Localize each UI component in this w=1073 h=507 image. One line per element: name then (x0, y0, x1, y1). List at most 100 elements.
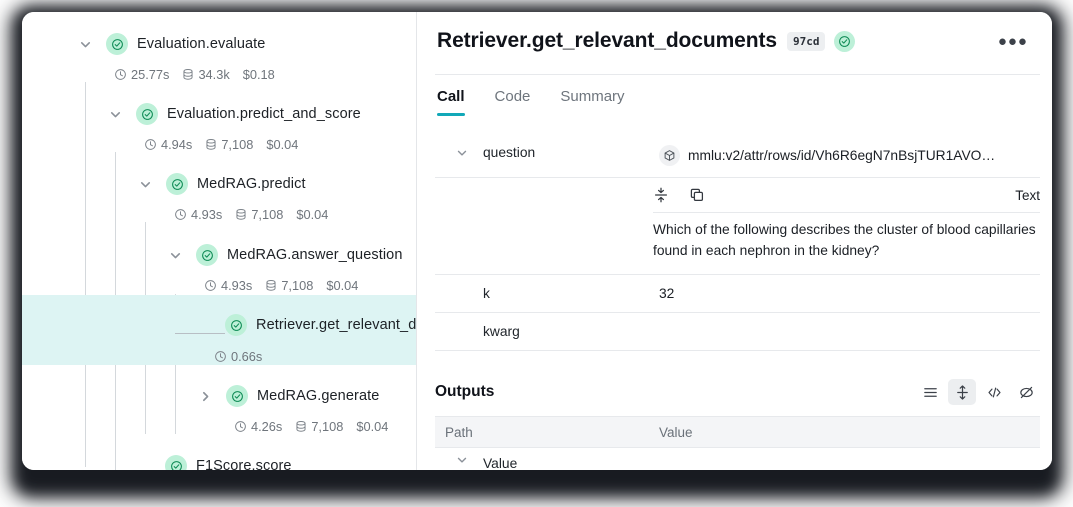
tree-node-evaluation-evaluate[interactable]: Evaluation.evaluate (74, 33, 265, 55)
code-view-icon[interactable] (980, 379, 1008, 405)
column-header-value: Value (659, 424, 693, 440)
input-row-k[interactable]: k 32 (435, 275, 1040, 312)
input-value: 32 (659, 275, 1040, 312)
status-success-icon (166, 173, 188, 195)
row-divider (435, 349, 1040, 351)
input-value-text: 32 (659, 285, 675, 301)
row-divider (653, 212, 1040, 213)
status-success-icon (106, 33, 128, 55)
database-icon (183, 68, 193, 80)
status-success-icon (225, 314, 247, 336)
status-success-icon (834, 30, 856, 52)
tokens-metric: 7,108 (295, 419, 343, 434)
hash-badge: 97cd (786, 31, 826, 51)
tree-node-metrics: 4.94s 7,108 $0.04 (144, 137, 306, 152)
input-key: kwarg (435, 313, 659, 350)
object-ref-icon (659, 145, 680, 166)
header-divider (435, 74, 1040, 75)
outputs-view-toolbar[interactable] (916, 379, 1040, 405)
tree-node-evaluation-predict-and-score[interactable]: Evaluation.predict_and_score (104, 103, 361, 125)
tree-elbow (175, 333, 225, 334)
question-text-panel: Text Which of the following describes th… (435, 178, 1040, 274)
status-success-icon (226, 385, 248, 407)
tokens-metric: 7,108 (265, 278, 313, 293)
panel-divider (416, 12, 417, 470)
duration-metric: 4.94s (144, 137, 192, 152)
clock-icon (215, 351, 226, 362)
selected-row-highlight (22, 295, 416, 365)
page-title: Retriever.get_relevant_documents (437, 29, 777, 52)
input-value-ref[interactable]: mmlu:v2/attr/rows/id/Vh6R6egN7nBsjTUR1AV… (688, 148, 996, 163)
expand-vertical-icon[interactable] (948, 379, 976, 405)
tokens-metric: 7,108 (235, 207, 283, 222)
tree-node-label: Retriever.get_relevant_d (256, 317, 416, 333)
tree-node-label: F1Score.score (196, 458, 292, 470)
input-key-label: question (483, 145, 536, 160)
duration-metric: 0.66s (214, 349, 262, 364)
database-icon (296, 420, 306, 432)
detail-tabs[interactable]: Call Code Summary (437, 88, 625, 116)
tree-node-metrics: 4.93s 7,108 $0.04 (174, 207, 336, 222)
tree-node-medrag-generate[interactable]: MedRAG.generate (194, 385, 379, 407)
more-options-icon[interactable]: ●●● (997, 32, 1028, 50)
input-value: mmlu:v2/attr/rows/id/Vh6R6egN7nBsjTUR1AV… (659, 134, 1040, 177)
outputs-table: Path Value Value (435, 416, 1040, 470)
chevron-down-icon[interactable] (455, 453, 469, 470)
input-key-label: kwarg (483, 323, 520, 339)
clock-icon (145, 139, 156, 150)
tree-node-medrag-answer-question[interactable]: MedRAG.answer_question (164, 244, 403, 266)
trace-tree-panel[interactable]: Evaluation.evaluate 25.77s 34.3k $0.18 (22, 12, 416, 470)
tab-summary[interactable]: Summary (560, 88, 625, 105)
copy-icon[interactable] (689, 187, 705, 203)
cost-metric: $0.04 (356, 419, 389, 434)
input-row-question[interactable]: question mmlu:v2/attr/rows/id/Vh6R6egN7n… (435, 134, 1040, 177)
cost-metric: $0.04 (296, 207, 329, 222)
input-key: question (435, 134, 659, 171)
tree-guide-line (85, 82, 86, 467)
chevron-down-icon[interactable] (164, 244, 186, 266)
status-success-icon (165, 455, 187, 470)
list-view-icon[interactable] (916, 379, 944, 405)
duration-metric: 4.26s (234, 419, 282, 434)
tokens-metric: 34.3k (182, 67, 230, 82)
tree-node-medrag-predict[interactable]: MedRAG.predict (134, 173, 306, 195)
status-success-icon (196, 244, 218, 266)
call-detail-panel: Retriever.get_relevant_documents 97cd ●●… (417, 12, 1052, 470)
clock-icon (235, 421, 246, 432)
question-text-body: Which of the following describes the clu… (653, 222, 1036, 259)
tab-call[interactable]: Call (437, 88, 465, 116)
database-icon (206, 138, 216, 150)
text-panel-toolbar: Text (653, 178, 1040, 212)
tree-node-metrics: 4.26s 7,108 $0.04 (234, 419, 396, 434)
chevron-down-icon[interactable] (74, 33, 96, 55)
tree-node-label: Evaluation.evaluate (137, 36, 266, 52)
outputs-table-header: Path Value (435, 416, 1040, 448)
chevron-down-icon[interactable] (455, 146, 469, 163)
chevron-down-icon[interactable] (104, 103, 126, 125)
inputs-table: question mmlu:v2/attr/rows/id/Vh6R6egN7n… (435, 134, 1040, 351)
outputs-title: Outputs (435, 383, 495, 400)
column-header-path: Path (445, 424, 473, 440)
outputs-row-path: Value (483, 455, 518, 471)
collapse-vertical-icon[interactable] (653, 187, 669, 203)
clock-icon (115, 69, 126, 80)
chevron-down-icon[interactable] (134, 173, 156, 195)
status-success-icon (136, 103, 158, 125)
cost-metric: $0.04 (326, 278, 359, 293)
tree-node-retriever-get-relevant-documents[interactable]: Retriever.get_relevant_d (225, 314, 416, 336)
chevron-right-icon[interactable] (194, 385, 216, 407)
clock-icon (205, 280, 216, 291)
detail-header: Retriever.get_relevant_documents 97cd ●●… (417, 12, 1052, 70)
duration-metric: 25.77s (114, 67, 169, 82)
outputs-table-row[interactable]: Value (435, 448, 1040, 470)
tree-node-metrics: 0.66s (214, 349, 270, 364)
tree-node-label: MedRAG.generate (257, 388, 380, 404)
tree-node-f1score-score[interactable]: F1Score.score (165, 455, 292, 470)
duration-metric: 4.93s (174, 207, 222, 222)
tab-code[interactable]: Code (494, 88, 531, 105)
hide-icon[interactable] (1012, 379, 1040, 405)
input-row-kwarg[interactable]: kwarg (435, 313, 1040, 350)
clock-icon (175, 209, 186, 220)
input-key: k (435, 275, 659, 312)
